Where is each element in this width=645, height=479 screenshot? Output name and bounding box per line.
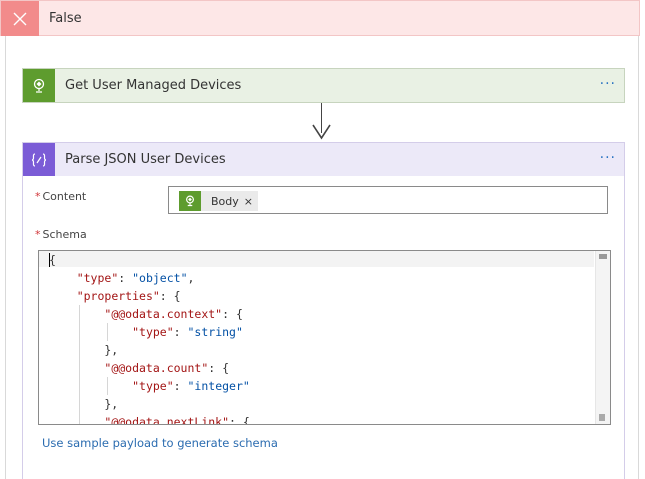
schema-code-editor[interactable]: { "type": "object", "properties": { "@@o…: [38, 250, 611, 425]
action-card-header[interactable]: Get User Managed Devices ···: [23, 69, 624, 102]
connector-line: [321, 103, 322, 133]
code-line: "@@odata.context": {: [104, 307, 243, 321]
use-sample-payload-link[interactable]: Use sample payload to generate schema: [42, 436, 278, 450]
schema-label-text: Schema: [42, 228, 87, 241]
required-marker: *: [35, 228, 41, 241]
code-line: "type": "object",: [76, 271, 195, 285]
schema-field-label: *Schema: [35, 228, 87, 241]
indent-guide: [107, 323, 108, 341]
code-line: "type": "integer": [132, 379, 250, 393]
scrollbar-thumb[interactable]: [599, 254, 607, 259]
action-title: Parse JSON User Devices: [65, 152, 226, 167]
intune-icon: [179, 191, 201, 211]
content-field-label: *Content: [35, 190, 86, 203]
scrollbar-down-marker[interactable]: [599, 414, 605, 421]
code-line: {: [49, 253, 56, 267]
text-cursor: [49, 253, 50, 267]
branch-container: [5, 36, 639, 479]
action-card-get-user-managed-devices[interactable]: Get User Managed Devices ···: [22, 68, 625, 103]
editor-scrollbar[interactable]: [595, 251, 610, 424]
code-line: },: [49, 397, 119, 411]
code-line: "@@odata.nextLink": {: [104, 415, 250, 425]
intune-icon: [23, 69, 55, 102]
action-card-parse-json: Parse JSON User Devices ··· *Content Bod…: [22, 142, 625, 479]
action-title: Get User Managed Devices: [65, 78, 242, 93]
json-braces-icon: [23, 143, 55, 176]
false-branch-header[interactable]: False: [0, 0, 640, 36]
required-marker: *: [35, 190, 41, 203]
indent-guide: [79, 305, 80, 424]
action-card-header[interactable]: Parse JSON User Devices ···: [23, 143, 624, 176]
content-input[interactable]: Body ×: [168, 186, 608, 214]
code-line: "properties": {: [76, 289, 181, 303]
content-label-text: Content: [42, 190, 87, 203]
token-label: Body: [211, 194, 239, 208]
more-options-button[interactable]: ···: [599, 150, 616, 166]
indent-guide: [107, 377, 108, 395]
code-line: "@@odata.count": {: [104, 361, 230, 375]
code-line: "type": "string": [132, 325, 243, 339]
false-branch-label: False: [49, 11, 82, 26]
false-close-icon: [1, 1, 39, 36]
remove-token-button[interactable]: ×: [243, 194, 253, 208]
arrow-down-icon: [312, 124, 331, 140]
body-token[interactable]: Body ×: [179, 191, 258, 211]
code-line: },: [49, 343, 119, 357]
more-options-button[interactable]: ···: [599, 76, 616, 92]
current-line-highlight: [39, 251, 594, 267]
